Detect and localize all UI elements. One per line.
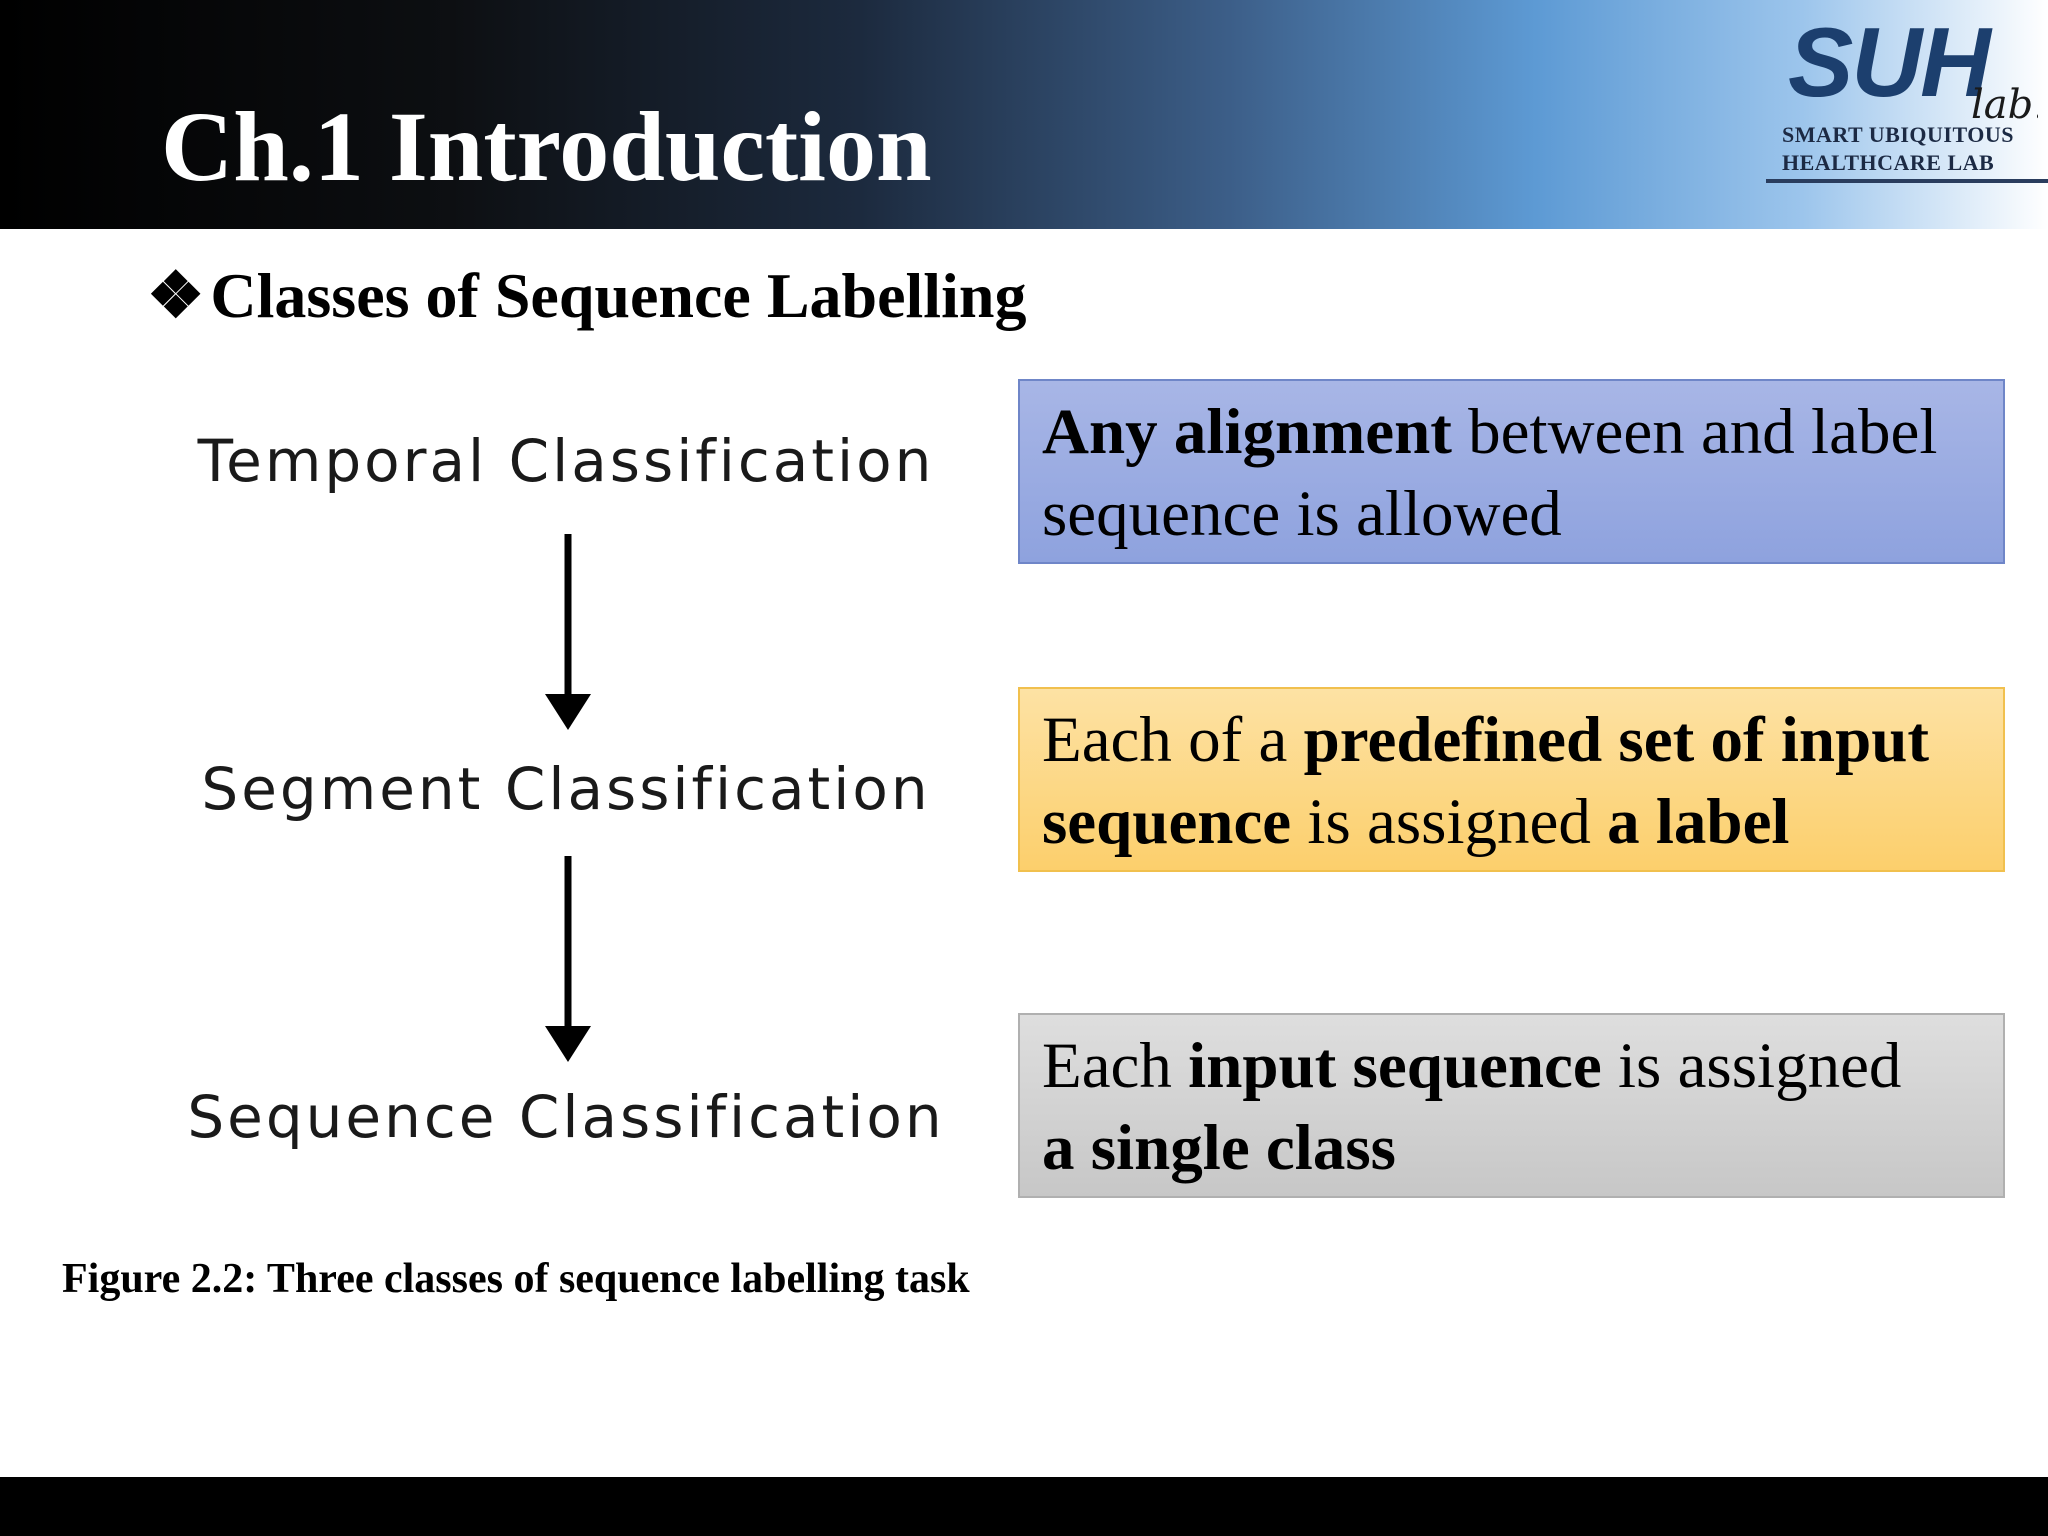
down-arrow-icon [545, 856, 591, 1062]
description-text: is assigned [1291, 786, 1608, 858]
description-box-temporal: Any alignment between and label sequence… [1018, 379, 2005, 564]
logo-divider [1766, 179, 2048, 183]
header-bar [0, 0, 2048, 229]
description-bold: Any alignment [1042, 396, 1452, 468]
description-box-sequence: Each input sequence is assigned a single… [1018, 1013, 2005, 1198]
down-arrow-icon [545, 534, 591, 730]
stage-segment-classification: Segment Classification [201, 755, 931, 823]
description-text: between and label sequence is allowed [1042, 396, 1938, 550]
logo-mark-text: SUH [1788, 10, 1993, 117]
description-bold: a label [1607, 786, 1790, 858]
footer-bar [0, 1477, 2048, 1536]
description-text: Each of a [1042, 704, 1304, 776]
stage-temporal-classification: Temporal Classification [197, 427, 935, 495]
stage-sequence-classification: Sequence Classification [187, 1083, 945, 1151]
description-bold: predefined set of input sequence [1042, 704, 1930, 858]
slide-title: Ch.1 Introduction [161, 91, 932, 202]
diamond-bullet-icon: ❖ [147, 260, 205, 331]
description-bold: a single class [1042, 1112, 1396, 1184]
logo-line-1: SMART UBIQUITOUS [1782, 122, 2014, 147]
section-heading-text: Classes of Sequence Labelling [210, 260, 1027, 331]
section-heading: ❖Classes of Sequence Labelling [147, 258, 1026, 334]
logo-mark-suffix: lab. [1971, 82, 2038, 120]
lab-logo: SUH lab. SMART UBIQUITOUS HEALTHCARE LAB [1760, 10, 2048, 188]
description-text: Each [1042, 1030, 1189, 1102]
description-bold: input sequence [1188, 1030, 1602, 1102]
logo-line-2: HEALTHCARE LAB [1782, 150, 1995, 175]
description-text: is assigned [1601, 1030, 1902, 1102]
suh-lab-logo-mark: SUH lab. [1788, 10, 2038, 120]
figure-caption: Figure 2.2: Three classes of sequence la… [62, 1256, 970, 1302]
description-box-segment: Each of a predefined set of input sequen… [1018, 687, 2005, 872]
